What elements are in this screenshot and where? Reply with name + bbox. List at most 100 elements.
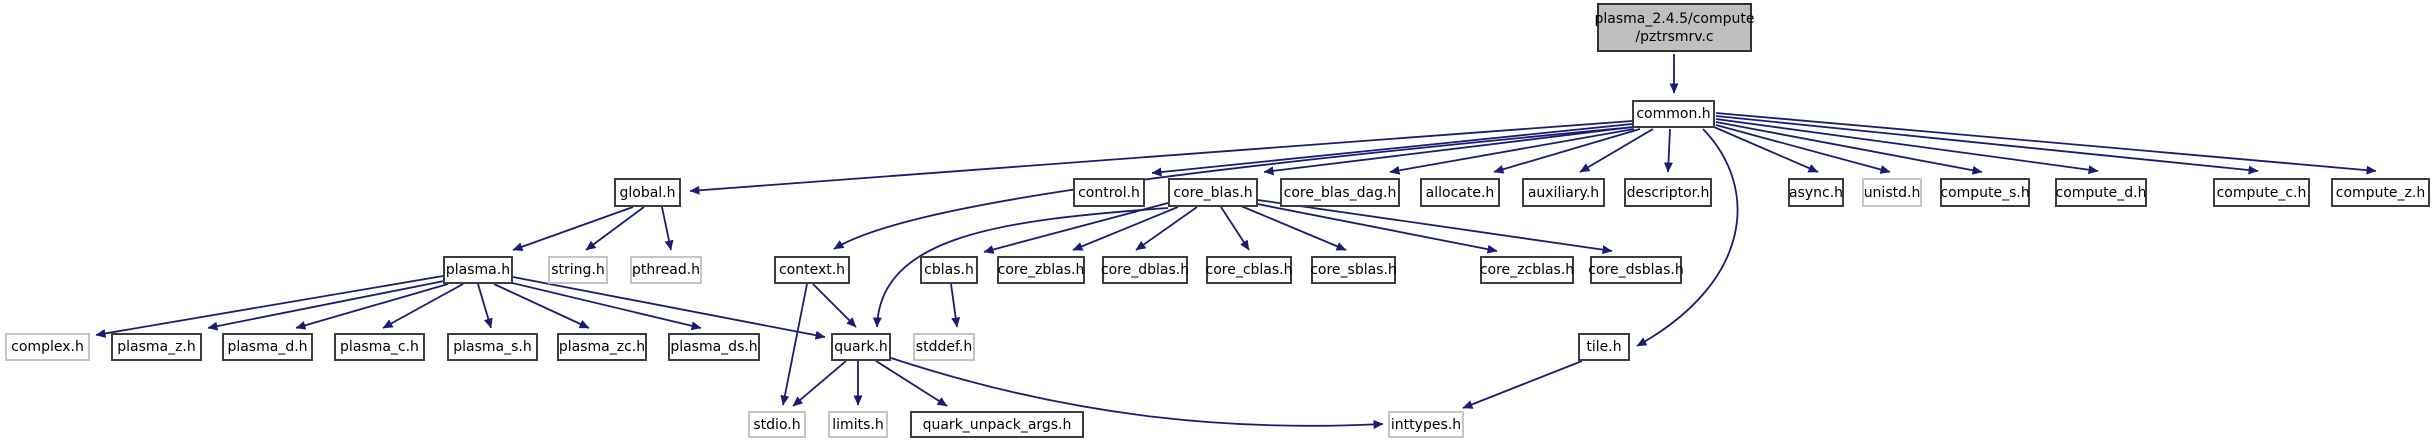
graph-node-auxiliary.h[interactable]: auxiliary.h — [1522, 178, 1605, 207]
graph-node-async.h[interactable]: async.h — [1788, 178, 1844, 207]
graph-node-label: plasma_z.h — [117, 339, 196, 355]
edge-common.h-to-tile.h — [1636, 128, 1739, 347]
graph-node-core_zcblas.h[interactable]: core_zcblas.h — [1480, 256, 1574, 284]
graph-node-pztrsmrv.c: plasma_2.4.5/compute /pztrsmrv.c — [1594, 3, 1755, 52]
edge-cblas.h-to-stddef.h — [950, 283, 961, 328]
graph-node-label: common.h — [1636, 106, 1711, 122]
graph-node-label: compute_s.h — [1940, 184, 2030, 201]
graph-node-global.h[interactable]: global.h — [614, 178, 681, 207]
edge-plasma.h-to-plasma_c.h — [382, 283, 464, 329]
edge-tile.h-to-inttypes.h — [1462, 360, 1583, 409]
graph-node-compute_s.h[interactable]: compute_s.h — [1940, 178, 2030, 207]
graph-node-cblas.h[interactable]: cblas.h — [920, 256, 978, 284]
graph-node-label: string.h — [551, 262, 605, 278]
graph-node-label: core_dblas.h — [1100, 262, 1190, 278]
graph-node-descriptor.h[interactable]: descriptor.h — [1624, 178, 1712, 207]
graph-node-core_blas.h[interactable]: core_blas.h — [1168, 178, 1258, 207]
graph-node-compute_d.h[interactable]: compute_d.h — [2055, 178, 2147, 207]
graph-node-label: compute_c.h — [2216, 184, 2307, 201]
edge-plasma.h-to-plasma_d.h — [295, 283, 449, 330]
edge-global.h-to-string.h — [585, 206, 645, 251]
graph-node-stdio.h: stdio.h — [748, 411, 806, 438]
edge-context.h-to-quark.h — [812, 283, 857, 328]
graph-node-label: core_dsblas.h — [1588, 262, 1684, 278]
graph-node-plasma.h[interactable]: plasma.h — [443, 256, 513, 284]
graph-node-label: tile.h — [1586, 339, 1622, 355]
graph-node-label: allocate.h — [1425, 184, 1495, 201]
graph-node-label: core_zcblas.h — [1479, 262, 1575, 278]
edge-global.h-to-plasma.h — [512, 206, 634, 252]
edge-common.h-to-compute_s.h — [1715, 121, 1983, 175]
graph-node-label: plasma_d.h — [227, 339, 308, 355]
graph-node-label: descriptor.h — [1626, 184, 1710, 201]
graph-node-string.h: string.h — [548, 256, 608, 284]
edge-plasma.h-to-plasma_zc.h — [493, 283, 590, 329]
edge-core_blas.h-to-core_zcblas.h — [1251, 202, 1498, 254]
graph-node-control.h[interactable]: control.h — [1073, 178, 1145, 207]
edge-common.h-to-core_blas_dag.h — [1389, 128, 1635, 175]
graph-node-compute_z.h[interactable]: compute_z.h — [2331, 178, 2430, 207]
graph-node-label: core_zblas.h — [997, 262, 1085, 278]
graph-node-plasma_s.h[interactable]: plasma_s.h — [447, 333, 538, 361]
graph-node-label: plasma_ds.h — [670, 339, 758, 355]
edge-plasma.h-to-plasma_ds.h — [507, 281, 702, 331]
graph-node-label: context.h — [778, 262, 846, 278]
graph-node-limits.h: limits.h — [828, 411, 888, 438]
graph-node-core_sblas.h[interactable]: core_sblas.h — [1310, 256, 1397, 284]
graph-node-label: compute_d.h — [2055, 184, 2147, 201]
edge-common.h-to-descriptor.h — [1663, 128, 1673, 173]
graph-node-label: stddef.h — [915, 339, 973, 355]
graph-node-label: stdio.h — [753, 416, 801, 433]
graph-node-label: async.h — [1788, 184, 1844, 201]
edge-core_blas.h-to-core_zblas.h — [1072, 206, 1179, 251]
graph-node-pthread.h: pthread.h — [630, 256, 702, 284]
graph-node-plasma_d.h[interactable]: plasma_d.h — [222, 333, 313, 361]
edge-common.h-to-compute_d.h — [1715, 118, 2099, 175]
graph-node-label: complex.h — [11, 339, 84, 355]
graph-node-core_zblas.h[interactable]: core_zblas.h — [997, 256, 1085, 284]
edge-core_blas.h-to-core_dsblas.h — [1257, 199, 1613, 255]
graph-node-label: cblas.h — [924, 262, 974, 278]
graph-node-context.h[interactable]: context.h — [774, 256, 850, 284]
edge-common.h-to-async.h — [1713, 126, 1819, 173]
graph-node-core_blas_dag.h[interactable]: core_blas_dag.h — [1280, 178, 1400, 207]
graph-node-core_dblas.h[interactable]: core_dblas.h — [1100, 256, 1190, 284]
graph-node-core_cblas.h[interactable]: core_cblas.h — [1205, 256, 1293, 284]
graph-node-inttypes.h: inttypes.h — [1388, 411, 1464, 438]
edge-plasma.h-to-quark.h — [512, 276, 826, 340]
graph-node-compute_c.h[interactable]: compute_c.h — [2213, 178, 2310, 207]
graph-node-plasma_c.h[interactable]: plasma_c.h — [334, 333, 425, 361]
edge-plasma.h-to-complex.h — [95, 275, 444, 338]
edge-core_blas.h-to-core_dblas.h — [1135, 206, 1198, 251]
edge-global.h-to-pthread.h — [661, 206, 674, 251]
graph-node-label: plasma_2.4.5/compute /pztrsmrv.c — [1594, 10, 1755, 45]
graph-node-plasma_zc.h[interactable]: plasma_zc.h — [557, 333, 647, 361]
graph-node-core_dsblas.h[interactable]: core_dsblas.h — [1588, 256, 1684, 284]
graph-node-quark_unpack_args.h[interactable]: quark_unpack_args.h — [910, 411, 1084, 438]
edge-plasma.h-to-plasma_s.h — [477, 283, 493, 329]
graph-node-label: core_blas.h — [1173, 184, 1253, 201]
edge-common.h-to-global.h — [689, 120, 1633, 195]
graph-node-label: core_sblas.h — [1310, 262, 1397, 278]
graph-node-label: pthread.h — [631, 262, 701, 278]
edge-quark.h-to-quark_unpack_args.h — [875, 360, 948, 407]
edge-common.h-to-unistd.h — [1715, 124, 1891, 174]
graph-node-common.h[interactable]: common.h — [1632, 100, 1715, 128]
graph-node-plasma_ds.h[interactable]: plasma_ds.h — [668, 333, 760, 361]
graph-node-label: unistd.h — [1863, 184, 1921, 201]
edge-common.h-to-compute_c.h — [1715, 115, 2259, 175]
graph-node-quark.h[interactable]: quark.h — [831, 333, 891, 361]
edge-core_blas.h-to-quark.h — [872, 207, 1169, 328]
graph-node-plasma_z.h[interactable]: plasma_z.h — [111, 333, 202, 361]
graph-node-tile.h[interactable]: tile.h — [1578, 333, 1630, 361]
graph-node-complex.h: complex.h — [5, 333, 90, 361]
graph-node-label: core_cblas.h — [1205, 262, 1293, 278]
graph-node-label: auxiliary.h — [1527, 184, 1600, 201]
graph-node-label: core_blas_dag.h — [1283, 184, 1397, 201]
graph-node-label: quark_unpack_args.h — [922, 416, 1072, 433]
graph-node-label: plasma_s.h — [453, 339, 532, 355]
graph-node-allocate.h[interactable]: allocate.h — [1420, 178, 1500, 207]
edge-core_blas.h-to-core_cblas.h — [1220, 206, 1250, 251]
